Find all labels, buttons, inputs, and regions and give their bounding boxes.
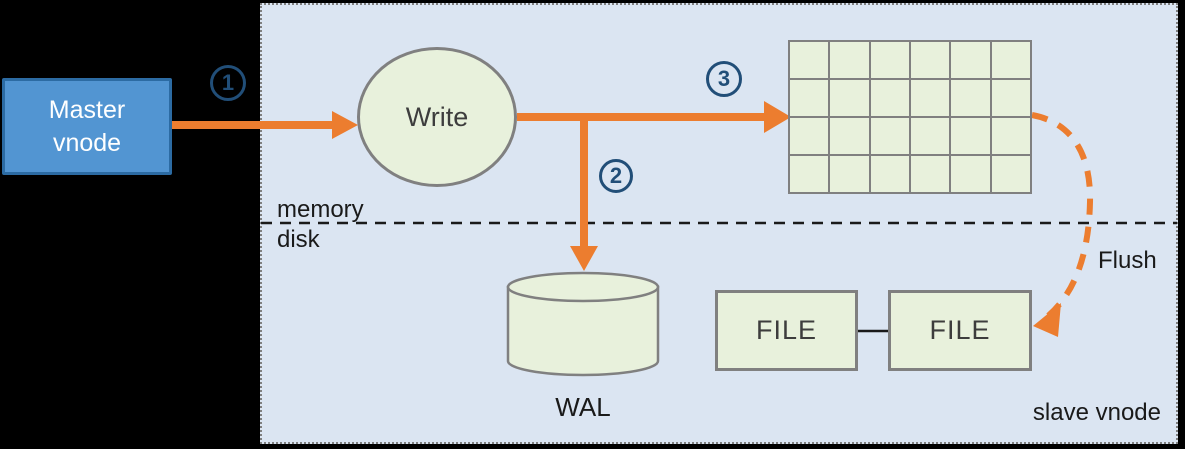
grid-cell (830, 42, 869, 78)
grid-cell (830, 156, 869, 192)
memory-table-grid (788, 40, 1032, 194)
grid-cell (951, 42, 990, 78)
step-badge-2: 2 (599, 159, 633, 193)
grid-cell (790, 118, 829, 154)
step-3-number: 3 (717, 66, 731, 91)
file-left-label: FILE (755, 315, 818, 345)
grid-cell (790, 156, 829, 192)
step-badge-3: 3 (706, 61, 742, 97)
file-box-left: FILE (715, 290, 858, 371)
grid-cell (951, 156, 990, 192)
slave-vnode-label: slave vnode (1032, 399, 1161, 426)
grid-cell (870, 80, 909, 116)
flush-arrow (1031, 112, 1094, 337)
grid-cell (790, 80, 829, 116)
disk-label: disk (277, 226, 320, 253)
memory-label: memory (277, 196, 364, 223)
grid-cell (870, 42, 909, 78)
file-right-label: FILE (929, 315, 991, 345)
write-label: Write (405, 101, 469, 132)
grid-cell (910, 118, 950, 154)
arrow-step-1 (172, 111, 358, 139)
grid-cell (830, 80, 869, 116)
grid-cell (991, 80, 1030, 116)
grid-cell (830, 118, 869, 154)
write-node: Write (357, 47, 517, 187)
master-vnode-box: Master vnode (2, 78, 172, 175)
wal-cylinder (506, 271, 660, 377)
step-badge-1: 1 (210, 65, 246, 101)
grid-cell (991, 42, 1030, 78)
flush-label: Flush (1098, 247, 1157, 274)
grid-cell (870, 118, 909, 154)
arrow-step-2 (570, 113, 598, 271)
master-vnode-label: Master vnode (48, 95, 126, 157)
grid-cell (991, 156, 1030, 192)
arrow-step-3 (517, 101, 791, 133)
grid-cell (951, 118, 990, 154)
grid-cell (910, 42, 950, 78)
grid-cell (951, 80, 990, 116)
grid-cell (910, 156, 950, 192)
step-2-number: 2 (609, 163, 623, 188)
wal-label: WAL (555, 392, 611, 422)
step-1-number: 1 (221, 70, 235, 95)
grid-cell (870, 156, 909, 192)
grid-cell (910, 80, 950, 116)
file-box-right: FILE (888, 290, 1032, 371)
grid-cell (991, 118, 1030, 154)
grid-cell (790, 42, 829, 78)
